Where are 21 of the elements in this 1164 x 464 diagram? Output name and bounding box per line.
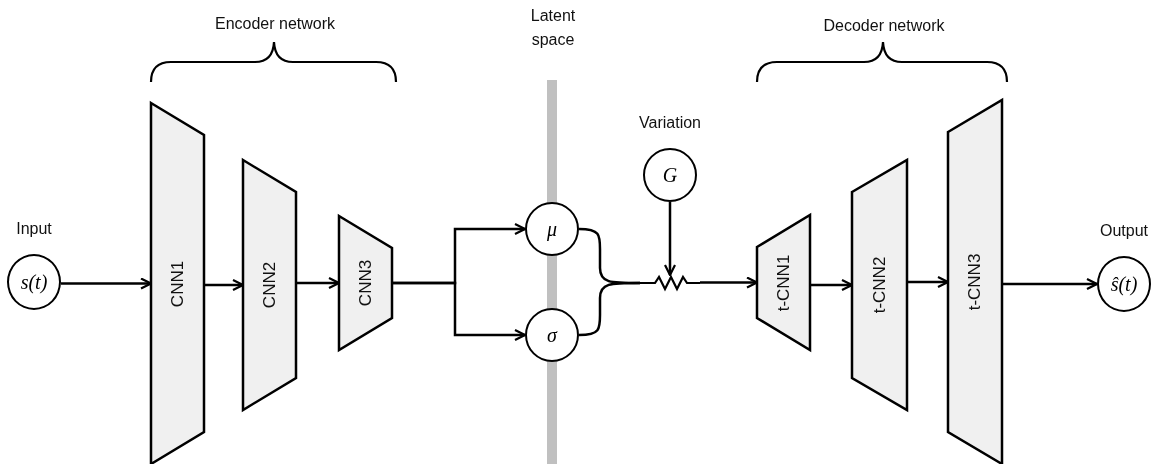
layer-label: t-CNN3 <box>965 253 985 311</box>
connector-line <box>578 281 640 337</box>
math-symbol: ŝ(t) <box>1110 272 1138 296</box>
arrow <box>392 281 527 342</box>
layer-label: t-CNN1 <box>773 254 794 311</box>
node-caption: Input <box>16 220 52 238</box>
layer-label: t-CNN2 <box>869 256 890 314</box>
arrow <box>663 202 677 277</box>
node-caption: Output <box>1100 222 1148 240</box>
layer-label: CNN3 <box>355 259 376 307</box>
math-symbol: G <box>662 163 678 187</box>
arrow <box>1002 277 1099 291</box>
section-label: Decoder network <box>822 16 946 36</box>
node-caption: Variation <box>639 114 701 132</box>
layer-label: CNN2 <box>259 261 280 309</box>
math-symbol: s(t) <box>20 270 48 294</box>
math-symbol: σ <box>547 323 557 347</box>
math-symbol: μ <box>546 217 557 241</box>
layer-label: CNN1 <box>167 260 188 307</box>
section-label: Encoder network <box>213 14 337 34</box>
section-label: Latent space <box>529 6 577 50</box>
